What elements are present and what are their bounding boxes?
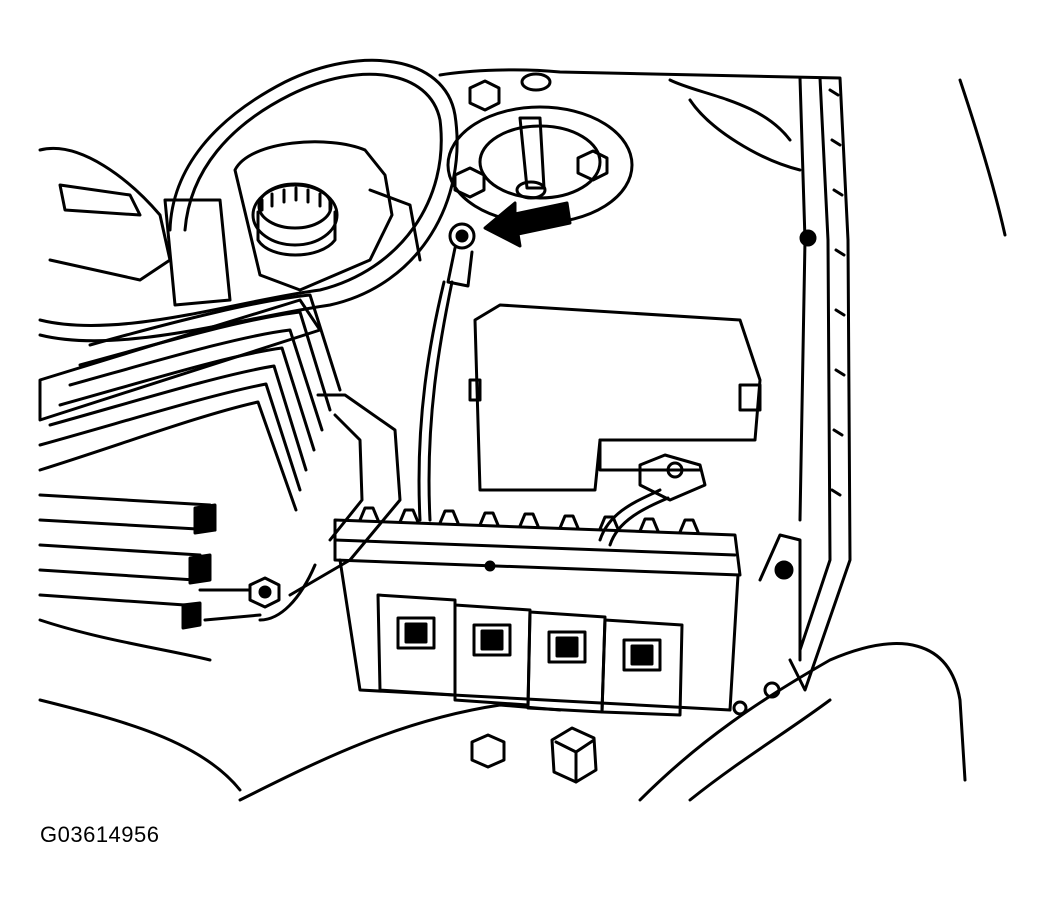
strut-tower [446, 72, 634, 225]
battery-box [468, 303, 762, 492]
arrow-icon [483, 201, 572, 248]
ecm-module [333, 506, 742, 712]
lower-bolt [550, 726, 598, 784]
brake-fluid-reservoir [233, 140, 422, 292]
ecm-connector [526, 610, 607, 714]
ground-terminal [417, 222, 476, 522]
ecm-connector [600, 618, 684, 717]
lower-panel [238, 533, 967, 802]
fender-bolt [732, 700, 748, 716]
fender-bolt [763, 681, 781, 699]
strut-nut [468, 79, 501, 112]
figure-id-label: G03614956 [40, 822, 160, 847]
ecm-connector [453, 603, 532, 707]
intake-plenum [38, 147, 342, 792]
fender-bolt [774, 560, 794, 580]
strut-nut [576, 149, 609, 182]
wire-harness [598, 453, 707, 547]
fender-bolt [799, 229, 817, 247]
strut-nut [453, 166, 486, 199]
fender-panel [438, 68, 1007, 692]
lower-bolt [470, 733, 506, 769]
ecm-connector [376, 593, 457, 697]
